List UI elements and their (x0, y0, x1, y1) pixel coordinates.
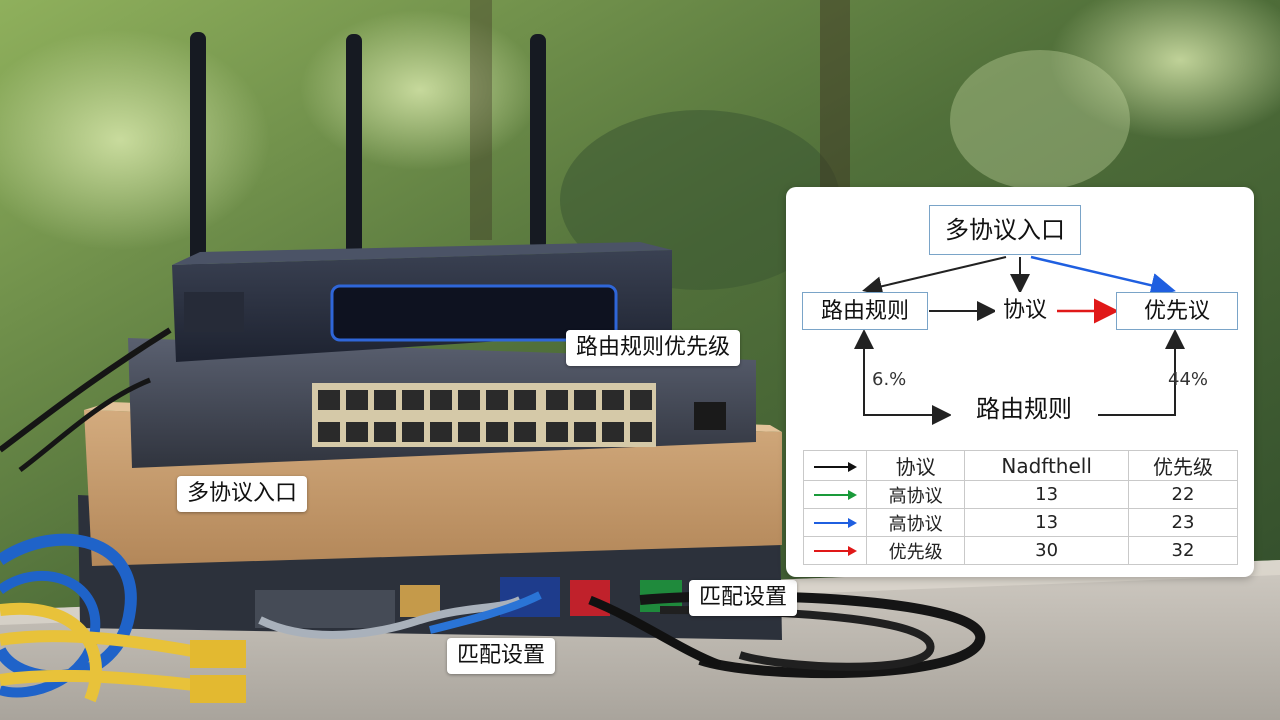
table-row: 高协议 13 22 (803, 480, 1239, 509)
arrow-right-loop (1098, 329, 1185, 416)
multi-protocol-entry-label: 多协议入口 (177, 476, 308, 512)
arrow-entry-to-rule (862, 256, 1007, 297)
diagram-node-entry: 多协议入口 (929, 205, 1081, 255)
diagram-node-protocol: 协议 (995, 292, 1055, 330)
legend-arrow-cell (803, 536, 867, 565)
green-arrow-icon (814, 490, 857, 500)
legend-cell-col2: 13 (964, 508, 1129, 537)
legend-cell-label: 高协议 (865, 508, 966, 537)
legend-arrow-cell (803, 480, 867, 509)
match-settings-label-right: 匹配设置 (689, 580, 798, 616)
diagram-percent-right: 44% (1168, 369, 1209, 390)
diagram-arrows (854, 255, 1185, 425)
route-priority-label: 路由规则优先级 (566, 330, 741, 366)
match-settings-label-bottom: 匹配设置 (447, 638, 556, 674)
legend-header-arrow (803, 450, 867, 481)
diagram-node-priority: 优先议 (1116, 292, 1238, 330)
arrow-entry-to-priority (1030, 255, 1176, 298)
routing-diagram-panel: 多协议入口 路由规则 协议 优先议 路由规则 6.% 44% 协议 Nadfth… (786, 187, 1254, 577)
legend-header-row: 协议 Nadfthell 优先级 (803, 450, 1239, 481)
legend-cell-col3: 23 (1127, 508, 1239, 537)
red-arrow-icon (814, 546, 857, 556)
legend-header-priority: 优先级 (1127, 450, 1239, 481)
table-row: 高协议 13 23 (803, 508, 1239, 537)
legend-cell-col2: 13 (964, 480, 1129, 509)
legend-cell-col3: 22 (1127, 480, 1239, 509)
legend-cell-col3: 32 (1127, 536, 1239, 565)
legend-header-protocol: 协议 (865, 450, 966, 481)
legend-header-col2: Nadfthell (964, 450, 1129, 481)
diagram-node-rule: 路由规则 (802, 292, 928, 330)
blue-arrow-icon (814, 518, 857, 528)
legend-cell-col2: 30 (964, 536, 1129, 565)
black-arrow-icon (814, 462, 857, 472)
legend-cell-label: 优先级 (865, 536, 966, 565)
legend-arrow-cell (803, 508, 867, 537)
legend-cell-label: 高协议 (865, 480, 966, 509)
legend-table: 协议 Nadfthell 优先级 高协议 13 22 (803, 450, 1239, 565)
table-row: 优先级 30 32 (803, 536, 1239, 565)
diagram-percent-left: 6.% (872, 369, 907, 390)
diagram-node-bottom-rule: 路由规则 (951, 389, 1097, 429)
